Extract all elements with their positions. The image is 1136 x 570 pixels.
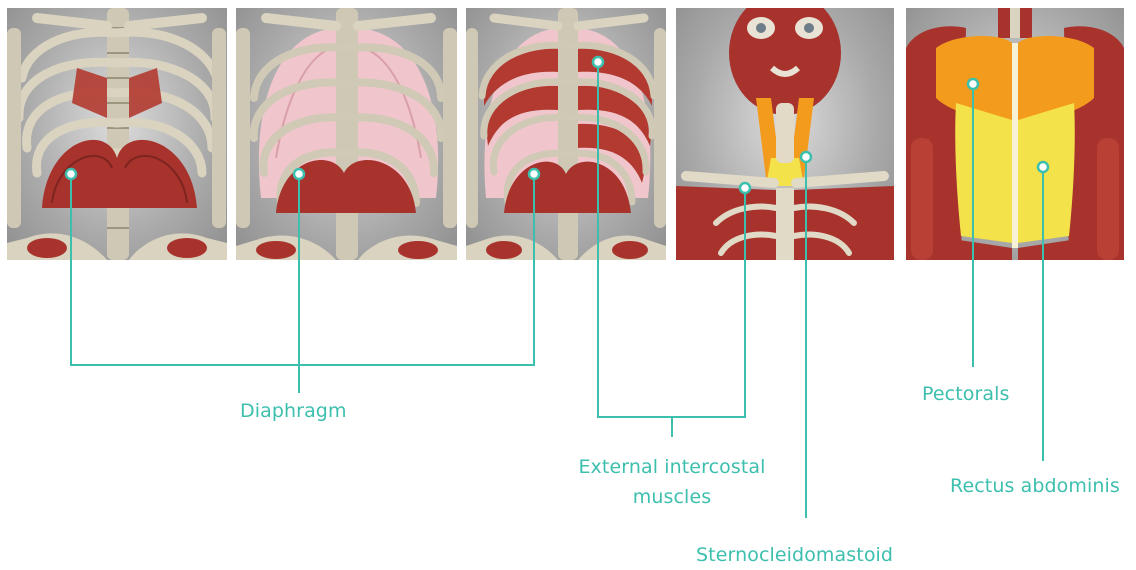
label-external-intercostal-line2: muscles bbox=[556, 482, 788, 512]
anatomy-panel-neck-muscles bbox=[676, 8, 894, 260]
label-diaphragm: Diaphragm bbox=[240, 396, 347, 426]
anatomy-panel-torso-muscles bbox=[906, 8, 1124, 260]
head bbox=[729, 8, 841, 115]
torso-muscles-illustration bbox=[906, 8, 1124, 260]
spine bbox=[107, 8, 129, 260]
label-external-intercostal-line1: External intercostal bbox=[556, 452, 788, 482]
neck-muscles-illustration bbox=[676, 8, 894, 260]
anatomy-panel-diaphragm-ribcage bbox=[7, 8, 227, 260]
neck bbox=[998, 8, 1032, 38]
intercostal-illustration bbox=[466, 8, 666, 260]
anatomy-panel-lungs-ribcage bbox=[236, 8, 457, 260]
label-external-intercostal: External intercostal muscles bbox=[556, 452, 788, 512]
label-pectorals: Pectorals bbox=[922, 379, 1010, 409]
anatomy-panel-intercostals bbox=[466, 8, 666, 260]
ribcage-diaphragm-illustration bbox=[7, 8, 227, 260]
neck-muscles bbox=[756, 98, 814, 186]
label-rectus-abdominis: Rectus abdominis bbox=[950, 471, 1120, 501]
label-sternocleidomastoid: Sternocleidomastoid bbox=[696, 540, 893, 570]
ribcage-lungs-illustration bbox=[236, 8, 457, 260]
